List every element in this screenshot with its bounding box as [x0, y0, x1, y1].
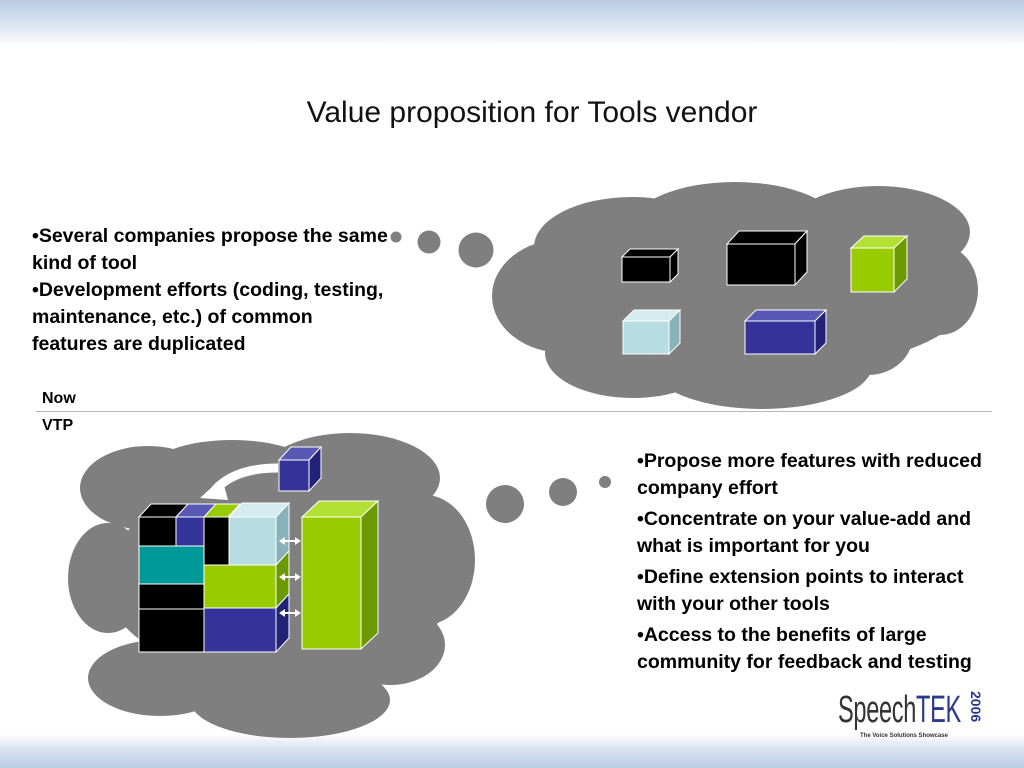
blue-box [743, 308, 828, 356]
black-box-small [620, 247, 680, 284]
now-bullet-list: •Several companies propose the same kind… [32, 223, 392, 358]
bullet-item: •Development efforts (coding, testing, m… [32, 279, 384, 355]
section-divider [36, 411, 992, 412]
thought-bubble-large [458, 232, 494, 268]
speechtek-logo: SpeechTEK 2006 The Voice Solutions Showc… [838, 689, 988, 741]
logo-year: 2006 [968, 691, 984, 723]
light-blue-box [621, 308, 682, 356]
vtp-bullet-list: •Propose more features with reduced comp… [637, 448, 1007, 680]
double-arrow-icon [279, 573, 301, 581]
stacked-boxes [137, 501, 291, 654]
double-arrow-icon [279, 537, 301, 545]
logo-brand-part1: Speech [838, 689, 917, 731]
bullet-item: •Propose more features with reduced comp… [637, 450, 982, 499]
black-box-large [725, 229, 809, 287]
section-label-vtp: VTP [42, 417, 74, 434]
double-arrow-icon [279, 609, 301, 617]
floating-blue-box [277, 445, 323, 493]
bullet-item: •Several companies propose the same kind… [32, 225, 388, 274]
extension-arrows [279, 537, 301, 617]
bottom-gradient-band [0, 734, 1024, 768]
logo-brand-part2: TEK [916, 689, 961, 731]
thought-bubble-small [390, 231, 402, 243]
thought-bubble-large [486, 485, 524, 523]
thought-bubble-small [599, 476, 611, 488]
thought-bubble-medium [549, 478, 577, 506]
bullet-item: •Define extension points to interact wit… [637, 566, 964, 615]
top-thought-cloud [390, 182, 978, 409]
tall-green-box [300, 499, 380, 651]
top-cloud-boxes [620, 229, 909, 356]
bullet-item: •Concentrate on your value-add and what … [637, 508, 972, 557]
thought-bubble-medium [417, 230, 441, 254]
green-box [849, 234, 909, 294]
section-label-now: Now [42, 390, 76, 407]
top-gradient-band [0, 0, 1024, 46]
curved-arrow-icon [200, 463, 279, 500]
slide-title: Value proposition for Tools vendor [306, 96, 758, 129]
logo-tagline: The Voice Solutions Showcase [860, 733, 948, 739]
bullet-item: •Access to the benefits of large communi… [637, 624, 972, 673]
